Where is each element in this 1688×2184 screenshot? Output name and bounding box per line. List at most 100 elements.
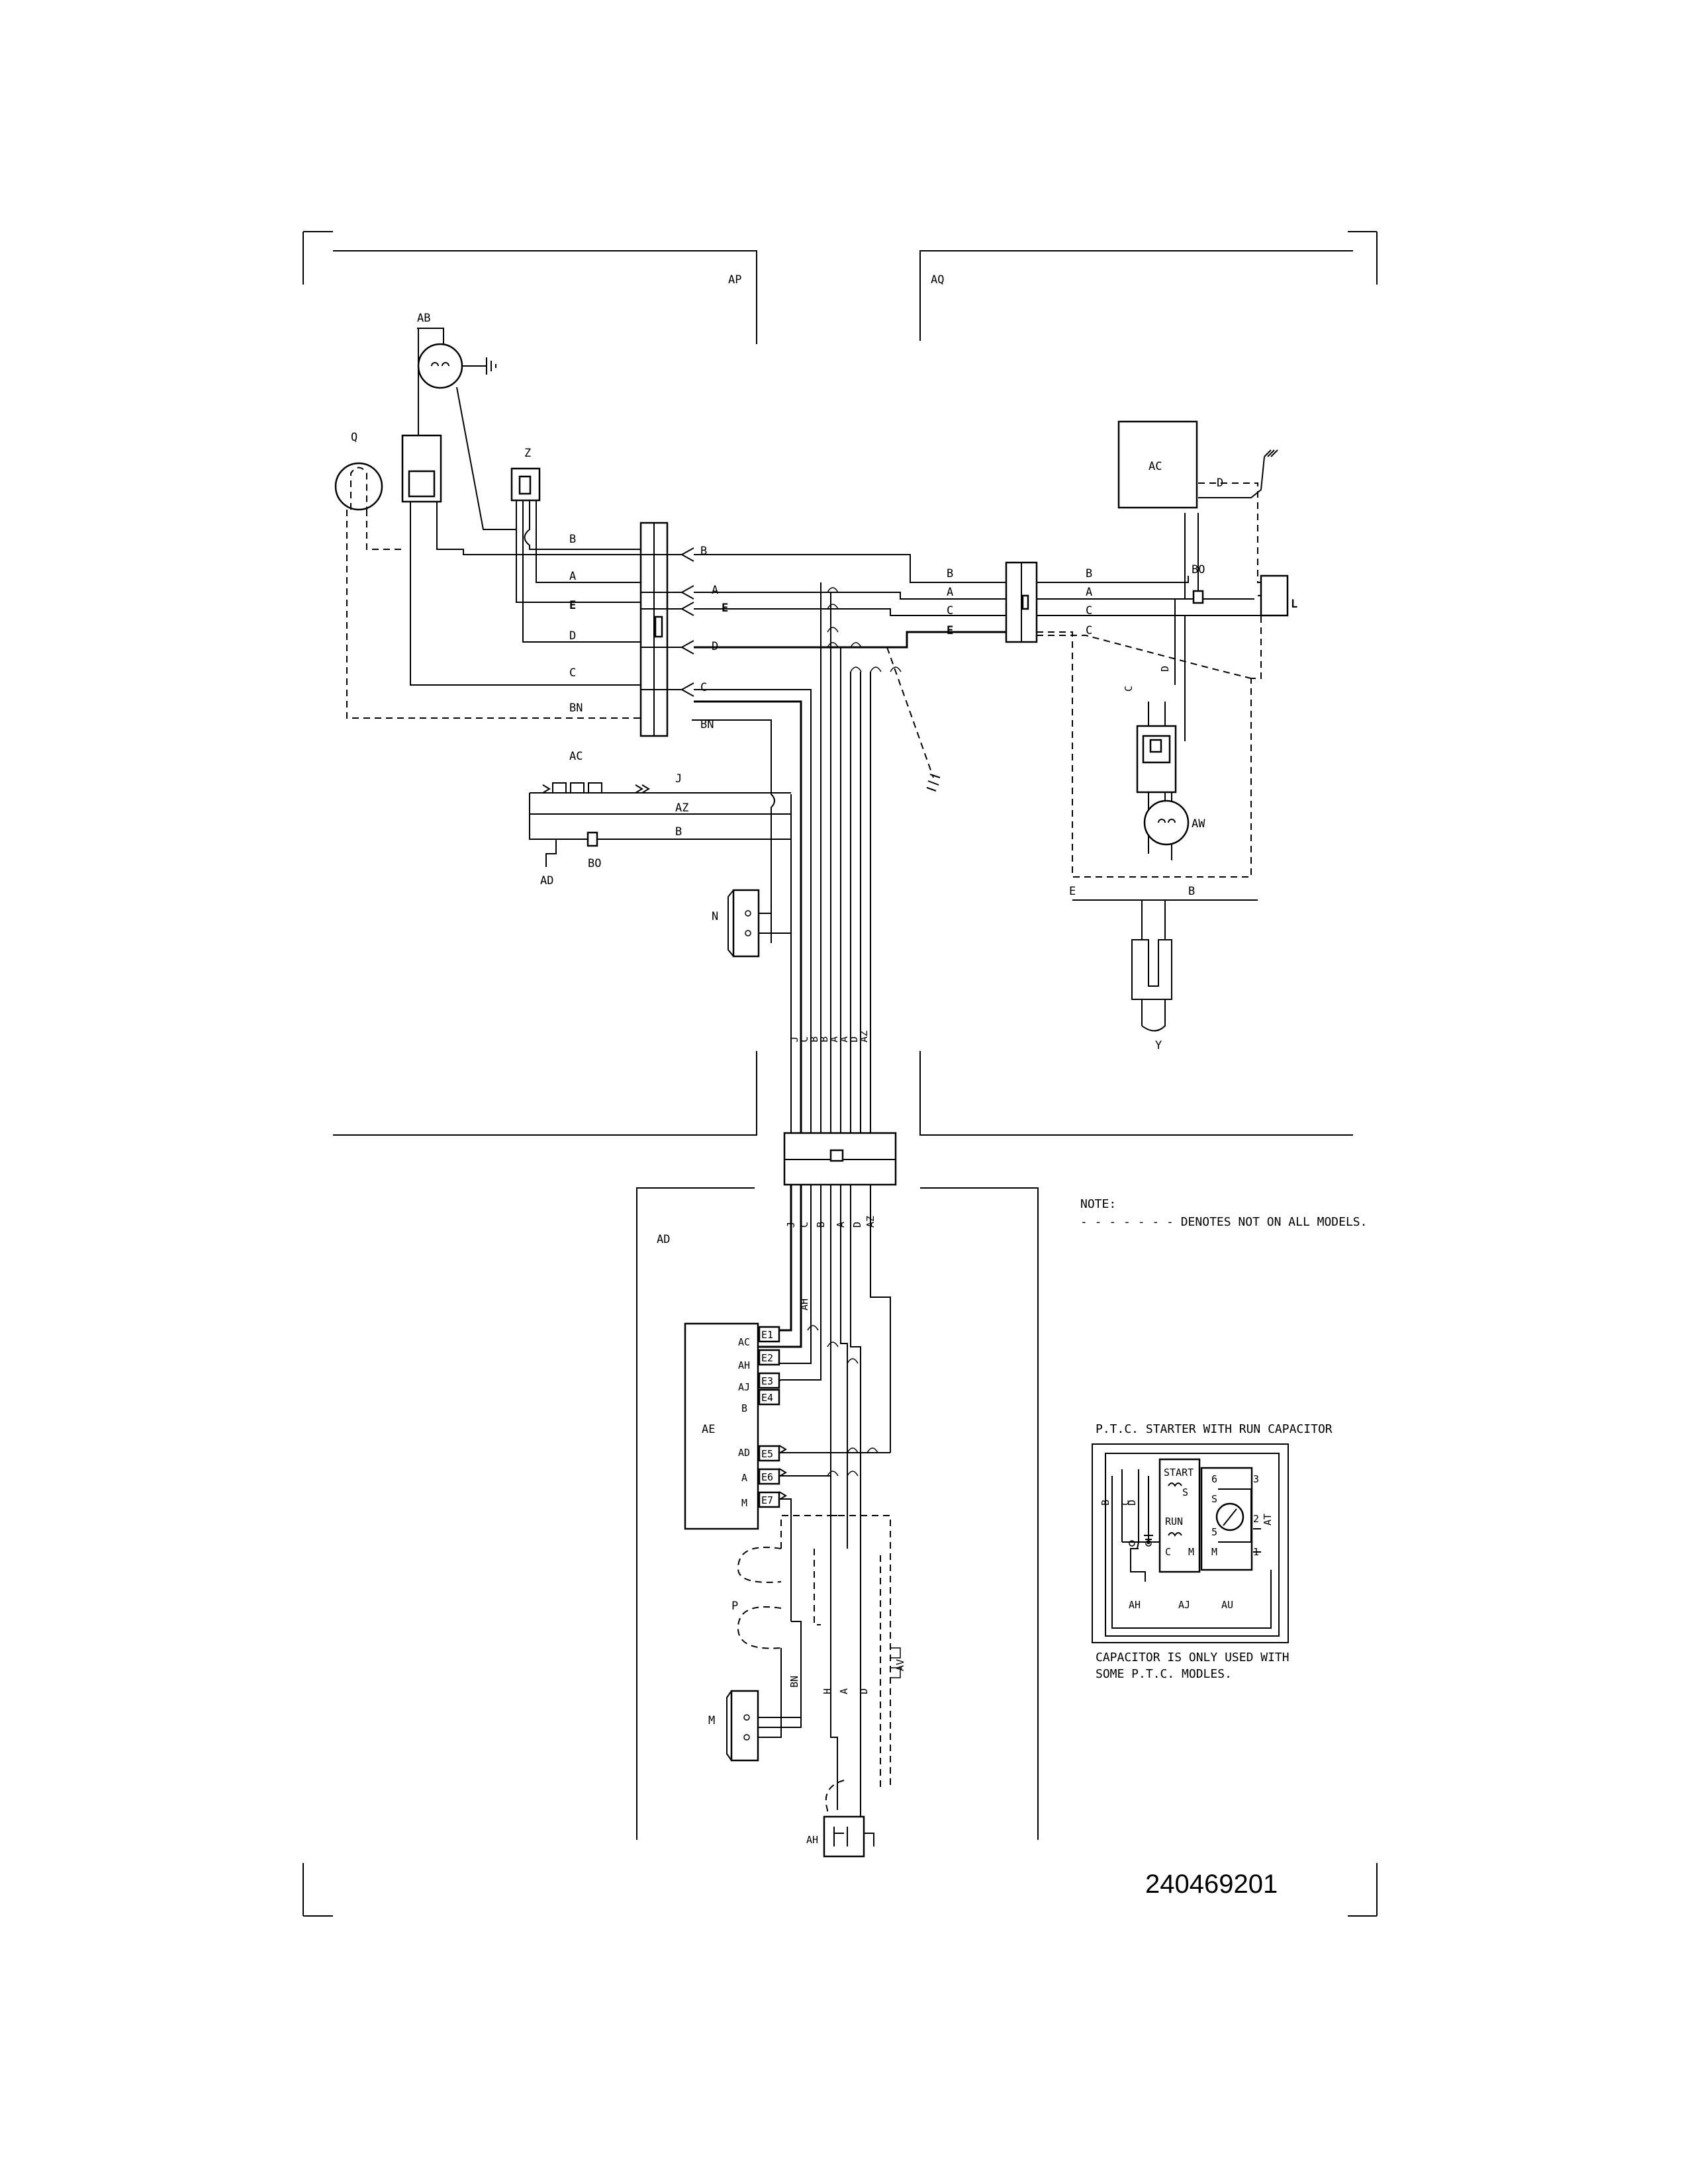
svg-text:AU: AU <box>1221 1599 1233 1611</box>
svg-text:BO: BO <box>588 857 601 870</box>
svg-text:D: D <box>569 629 576 643</box>
ptc-caption-line2: SOME P.T.C. MODLES. <box>1096 1667 1232 1681</box>
relay-right <box>1136 702 1177 854</box>
document-number: 240469201 <box>1145 1870 1278 1899</box>
wire-ground-dashed <box>886 647 934 778</box>
svg-text:A: A <box>838 1036 850 1042</box>
svg-text:AH: AH <box>1129 1599 1141 1611</box>
component-l: L <box>1258 574 1297 617</box>
svg-text:BN: BN <box>700 718 714 731</box>
svg-text:A: A <box>712 584 718 597</box>
switch-m: M <box>708 1648 801 1762</box>
svg-text:C: C <box>1086 604 1092 617</box>
svg-text:5: 5 <box>1211 1526 1217 1538</box>
component-q: Q <box>334 431 641 719</box>
svg-text:A: A <box>1086 586 1092 599</box>
svg-text:B: B <box>700 545 707 558</box>
svg-text:C: C <box>1086 624 1092 637</box>
svg-text:D: D <box>848 1036 860 1042</box>
panel-label-aq: AQ <box>931 273 944 287</box>
svg-text:P: P <box>731 1600 738 1613</box>
svg-text:H: H <box>821 1688 833 1694</box>
svg-text:M: M <box>741 1497 747 1509</box>
component-ah-bottom: AH <box>806 1780 874 1858</box>
wire-b-right <box>694 554 1006 583</box>
svg-text:AD: AD <box>540 874 553 887</box>
svg-text:B: B <box>818 1036 830 1042</box>
svg-text:E1: E1 <box>761 1329 773 1341</box>
svg-text:AC: AC <box>569 750 583 763</box>
wire-a-right <box>694 592 1006 600</box>
vertical-bus <box>692 582 871 1185</box>
component-bo-right: BO <box>1171 513 1205 860</box>
panel-label-ap: AP <box>728 273 741 287</box>
svg-text:B: B <box>741 1402 747 1414</box>
svg-text:A: A <box>741 1472 747 1484</box>
svg-text:J: J <box>788 1036 800 1042</box>
panel-borders <box>333 250 1353 1840</box>
svg-text:A: A <box>947 586 953 599</box>
svg-text:M: M <box>708 1714 715 1727</box>
svg-text:C: C <box>700 681 707 694</box>
svg-text:AZ: AZ <box>858 1030 870 1042</box>
svg-text:D: D <box>851 1222 863 1228</box>
wire-e-right <box>694 631 1006 649</box>
svg-text:AZ: AZ <box>675 801 688 815</box>
svg-text:AD: AD <box>738 1447 750 1459</box>
ptc-caption-line1: CAPACITOR IS ONLY USED WITH <box>1096 1651 1289 1664</box>
note-title: NOTE: <box>1080 1197 1116 1211</box>
svg-text:D: D <box>1159 666 1171 672</box>
svg-text:E2: E2 <box>761 1352 773 1364</box>
svg-text:D: D <box>1126 1500 1138 1506</box>
svg-text:AJ: AJ <box>1178 1599 1190 1611</box>
svg-text:AE: AE <box>702 1423 715 1436</box>
svg-text:C: C <box>798 1036 810 1042</box>
svg-text:AH: AH <box>806 1834 818 1846</box>
wire-c-left <box>410 502 641 686</box>
svg-text:Z: Z <box>524 447 531 460</box>
svg-text:AH: AH <box>738 1359 750 1371</box>
svg-text:BN: BN <box>788 1676 800 1688</box>
svg-text:AB: AB <box>417 312 430 325</box>
svg-text:C: C <box>569 666 576 680</box>
connector-right <box>1005 561 1038 643</box>
svg-text:START: START <box>1164 1467 1194 1479</box>
svg-text:2: 2 <box>1253 1513 1259 1525</box>
svg-text:D: D <box>1217 477 1223 490</box>
svg-text:E4: E4 <box>761 1392 773 1404</box>
switch-z: Z <box>510 447 641 643</box>
ptc-starter-inset: P.T.C. STARTER WITH RUN CAPACITOR B C D … <box>1092 1422 1333 1681</box>
svg-text:AC: AC <box>738 1336 750 1348</box>
box-ac: AC <box>1117 420 1278 679</box>
note-block: NOTE: - - - - - - - DENOTES NOT ON ALL M… <box>1080 1197 1367 1229</box>
svg-text:E7: E7 <box>761 1494 773 1506</box>
svg-text:AJ: AJ <box>738 1381 750 1393</box>
wire-c-right <box>694 608 1006 616</box>
svg-text:A: A <box>838 1688 850 1694</box>
switch-n: N <box>712 889 791 958</box>
svg-text:E: E <box>1069 885 1076 898</box>
svg-text:A: A <box>569 570 576 583</box>
heater-av <box>880 1555 901 1787</box>
svg-text:C: C <box>947 604 953 617</box>
svg-text:M: M <box>1188 1546 1194 1558</box>
svg-text:S: S <box>1182 1486 1188 1498</box>
svg-text:J: J <box>675 772 682 786</box>
svg-text:L: L <box>1291 598 1297 611</box>
svg-text:E3: E3 <box>761 1375 773 1387</box>
svg-text:AC: AC <box>1149 460 1162 473</box>
svg-text:B: B <box>808 1036 820 1042</box>
note-text: - - - - - - - DENOTES NOT ON ALL MODELS. <box>1080 1215 1367 1229</box>
svg-text:E6: E6 <box>761 1471 773 1483</box>
svg-text:C: C <box>1119 1500 1131 1506</box>
svg-text:B: B <box>675 825 682 839</box>
connector-main-left <box>639 522 694 737</box>
svg-text:B: B <box>1086 567 1092 580</box>
wire-b-left <box>436 502 641 555</box>
svg-text:S: S <box>1211 1493 1217 1505</box>
ptc-title: P.T.C. STARTER WITH RUN CAPACITOR <box>1096 1422 1333 1436</box>
svg-text:D: D <box>858 1688 870 1694</box>
svg-text:E: E <box>947 624 953 637</box>
bus-labels-upper: J C B B A A D AZ <box>788 1030 870 1042</box>
